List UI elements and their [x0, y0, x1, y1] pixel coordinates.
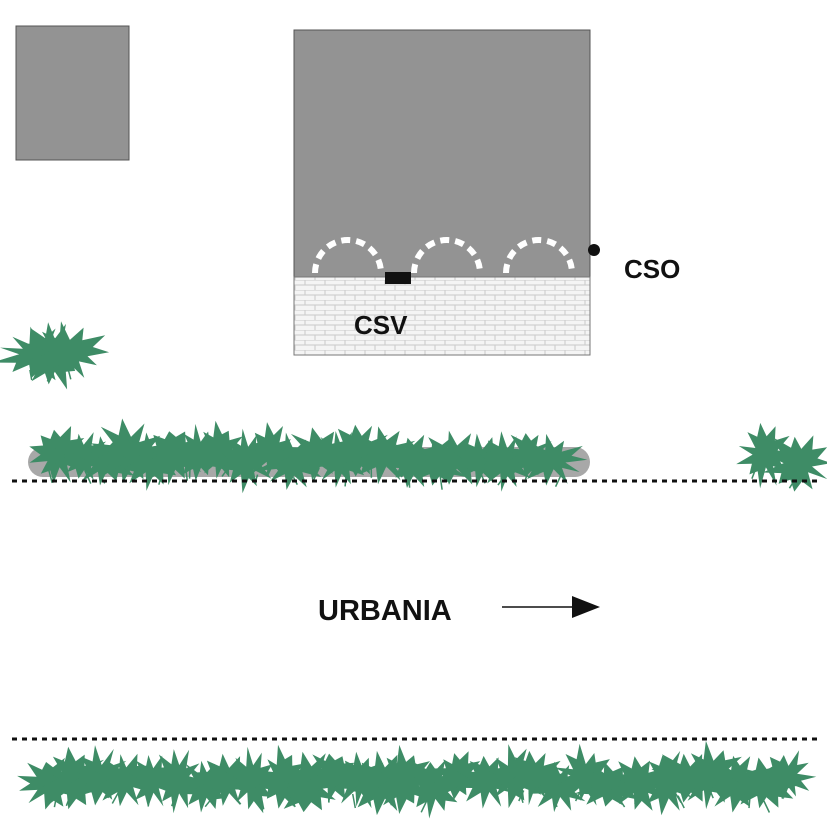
vault-arch: [312, 237, 384, 274]
cso-label: CSO: [624, 254, 680, 284]
foliage-twig: [158, 476, 163, 485]
large-building: [293, 29, 591, 278]
brick-courtyard: [293, 276, 591, 356]
hedge-bottom: [17, 740, 817, 819]
foliage-clump: [219, 428, 272, 494]
foliage-clump: [155, 749, 204, 814]
bush-right: [736, 422, 827, 492]
foliage-twig: [553, 800, 558, 808]
foliage-clump: [761, 750, 817, 800]
foliage-twig: [779, 790, 784, 799]
foliage-clump: [29, 426, 89, 484]
foliage-twig: [408, 475, 411, 488]
foliage-twig: [634, 796, 640, 805]
foliage-twig: [111, 792, 119, 804]
foliage-twig: [46, 370, 55, 382]
foliage-twig: [170, 794, 177, 807]
foliage-clump: [762, 435, 827, 492]
foliage-clump: [433, 751, 481, 800]
foliage-twig: [351, 793, 357, 809]
csv-marker-icon: [385, 272, 411, 284]
foliage-clump: [705, 755, 766, 813]
right-arrow-icon: [502, 596, 600, 618]
foliage-twig: [554, 473, 563, 488]
foliage-twig: [497, 475, 506, 486]
vault-arch: [503, 237, 575, 274]
foliage-clump: [605, 756, 674, 811]
foliage-twig: [312, 467, 320, 482]
foliage-clump: [26, 321, 110, 378]
foliage-clump: [70, 745, 130, 806]
foliage-clump: [310, 431, 372, 488]
foliage-twig: [53, 797, 57, 808]
foliage-twig: [147, 793, 152, 807]
foliage-twig: [260, 795, 265, 810]
foliage-clump: [519, 433, 588, 486]
foliage-clump: [88, 418, 164, 484]
small-building: [15, 25, 130, 161]
foliage-clump: [194, 753, 258, 806]
foliage-clump: [554, 743, 610, 806]
foliage-twig: [709, 789, 714, 799]
foliage-twig: [751, 468, 757, 479]
foliage-clump: [383, 434, 437, 488]
bush-left: [0, 321, 110, 390]
foliage-twig: [673, 791, 682, 803]
foliage-clump: [736, 422, 791, 489]
foliage-clump: [377, 744, 433, 814]
foliage-twig: [762, 799, 771, 813]
foliage-twig: [524, 469, 530, 480]
foliage-twig: [439, 476, 443, 490]
foliage-clump: [350, 750, 418, 816]
foliage-twig: [288, 799, 295, 807]
foliage-clump: [41, 746, 111, 810]
foliage-clump: [254, 432, 324, 490]
foliage-twig: [483, 793, 486, 802]
foliage-clump: [350, 426, 421, 485]
foliage-twig: [788, 477, 797, 489]
foliage-twig: [399, 793, 405, 807]
foliage-twig: [65, 792, 73, 807]
foliage-clump: [528, 761, 587, 813]
foliage-twig: [67, 367, 72, 380]
foliage-clump: [224, 746, 276, 814]
foliage-twig: [29, 369, 33, 381]
urbania-label: URBANIA: [318, 595, 452, 627]
foliage-clump: [479, 744, 548, 809]
vault-arches: [312, 237, 575, 274]
foliage-twig: [47, 468, 53, 484]
foliage-twig: [233, 794, 242, 805]
cso-dot-icon: [588, 244, 600, 256]
foliage-twig: [518, 790, 525, 802]
foliage-twig: [452, 789, 458, 798]
csv-label: CSV: [354, 310, 408, 340]
vault-arch: [411, 237, 483, 274]
foliage-twig: [420, 800, 428, 813]
hedge-middle: [29, 418, 588, 494]
foliage-twig: [204, 799, 211, 808]
